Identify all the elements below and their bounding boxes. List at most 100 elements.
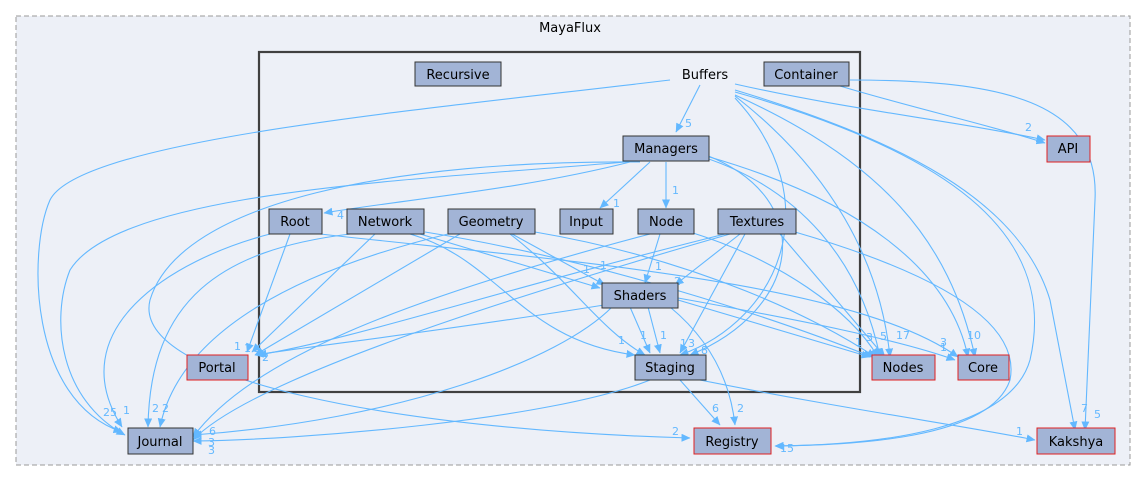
- edge-network-journal: [144, 233, 351, 428]
- edge-managers-journal: [60, 161, 626, 436]
- node-network[interactable]: Network: [346, 208, 425, 235]
- node-staging[interactable]: Staging: [634, 354, 707, 381]
- node-label: Journal: [137, 435, 183, 450]
- edge-buffers-journal: [37, 79, 671, 434]
- edge-shaders-core: [677, 297, 956, 361]
- outer-cluster-label: MayaFlux: [539, 21, 601, 36]
- edge-label: 1: [234, 340, 241, 353]
- edge-label: 4: [254, 344, 261, 357]
- node-label: Network: [358, 215, 413, 230]
- edge-network-nodes: [424, 231, 873, 358]
- edge-managers-root: [323, 161, 631, 216]
- edge-shaders-staging-1: [647, 306, 662, 354]
- edge-label: 5: [1094, 408, 1101, 421]
- edge-label: 15: [780, 442, 794, 455]
- node-label: Input: [569, 215, 603, 230]
- edge-geometry-nodes: [534, 231, 876, 358]
- edge-label: 2: [1025, 121, 1032, 134]
- node-recursive[interactable]: Recursive: [414, 61, 502, 87]
- node-kakshya[interactable]: Kakshya: [1036, 427, 1116, 455]
- node-geometry[interactable]: Geometry: [447, 208, 536, 235]
- node-label: Registry: [705, 435, 759, 450]
- edge-node-journal: [192, 233, 651, 438]
- node-input[interactable]: Input: [559, 208, 614, 235]
- edge-label: 3: [940, 336, 947, 349]
- edge-buffers-registry: [734, 91, 1036, 450]
- edge-node-shaders: [643, 233, 661, 284]
- node-label: API: [1058, 142, 1079, 157]
- edge-managers-input: [599, 161, 651, 209]
- edge-label: 1: [655, 260, 662, 273]
- edge-label: 6: [209, 425, 216, 438]
- edge-label: 3: [866, 331, 873, 344]
- edge-buffers-api-1: [734, 83, 1046, 143]
- edge-shaders-nodes: [677, 299, 871, 359]
- edge-label: 8: [701, 344, 708, 357]
- edge-network-portal: [251, 233, 376, 353]
- node-label: Textures: [729, 215, 785, 230]
- node-managers[interactable]: Managers: [622, 135, 710, 162]
- edge-label: 1: [660, 329, 667, 342]
- edge-label: 2: [262, 351, 269, 364]
- node-node[interactable]: Node: [637, 208, 695, 235]
- edge-root-core: [319, 233, 959, 358]
- node-label: Kakshya: [1049, 435, 1103, 450]
- edge-label: 1: [618, 334, 625, 347]
- edge-network-staging: [409, 233, 636, 358]
- edge-labels: 5 2 1 1 4 1 1 1 2 1 1 1 1 3 8 1 1 4 2 1 …: [103, 117, 1101, 457]
- node-label: Managers: [634, 142, 698, 157]
- edge-label: 7: [1081, 402, 1088, 415]
- edges: [37, 79, 1096, 450]
- edge-label: 1: [855, 336, 862, 349]
- node-root[interactable]: Root: [268, 208, 323, 235]
- edge-label: 1: [583, 263, 590, 276]
- edge-label: 3: [208, 444, 215, 457]
- node-label: Portal: [198, 361, 235, 376]
- edge-shaders-portal: [254, 304, 605, 358]
- edge-managers-core: [705, 155, 971, 358]
- edge-geometry-journal: [157, 233, 449, 428]
- edge-label: 1: [123, 404, 130, 417]
- node-label: Geometry: [459, 215, 524, 230]
- node-shaders[interactable]: Shaders: [601, 282, 679, 309]
- edge-textures-shaders: [674, 233, 741, 286]
- node-core[interactable]: Core: [957, 354, 1010, 381]
- edge-textures-portal: [257, 233, 726, 358]
- node-journal[interactable]: Journal: [127, 427, 194, 455]
- edge-buffers-managers: [675, 84, 701, 133]
- node-label: Shaders: [614, 289, 667, 304]
- node-label: Staging: [645, 361, 695, 376]
- edge-network-shaders: [419, 233, 601, 290]
- node-nodes[interactable]: Nodes: [871, 354, 936, 381]
- edge-label: 4: [337, 209, 344, 222]
- edge-label: 1: [613, 197, 620, 210]
- edge-label: 3: [688, 337, 695, 350]
- edge-buffers-staging: [679, 97, 787, 356]
- edge-label: 1: [244, 342, 251, 355]
- edge-label: 10: [967, 329, 981, 342]
- node-api[interactable]: API: [1046, 135, 1091, 163]
- node-portal[interactable]: Portal: [186, 354, 249, 381]
- node-textures[interactable]: Textures: [717, 208, 797, 235]
- edge-root-journal: [103, 233, 271, 428]
- node-label: Recursive: [426, 68, 489, 83]
- edge-label: 2: [674, 275, 681, 288]
- node-label: Node: [649, 215, 683, 230]
- edge-label: 2: [152, 402, 159, 415]
- edge-container-kakshya: [849, 79, 1096, 431]
- edge-label: 1: [940, 341, 947, 354]
- node-container[interactable]: Container: [763, 61, 850, 87]
- edge-label: 2: [672, 425, 679, 438]
- edge-label: 1: [680, 337, 687, 350]
- edge-root-portal: [246, 233, 291, 353]
- edge-buffers-nodes: [734, 95, 894, 358]
- node-registry[interactable]: Registry: [693, 427, 772, 455]
- edge-label: 1: [600, 259, 607, 272]
- edge-label: 5: [685, 117, 692, 130]
- edge-label: 5: [880, 330, 887, 343]
- edge-staging-registry: [679, 379, 721, 426]
- edge-label: 17: [896, 329, 910, 342]
- edge-shaders-registry: [669, 306, 739, 426]
- edge-buffers-kakshya: [734, 89, 1078, 431]
- edge-label: 3: [208, 436, 215, 449]
